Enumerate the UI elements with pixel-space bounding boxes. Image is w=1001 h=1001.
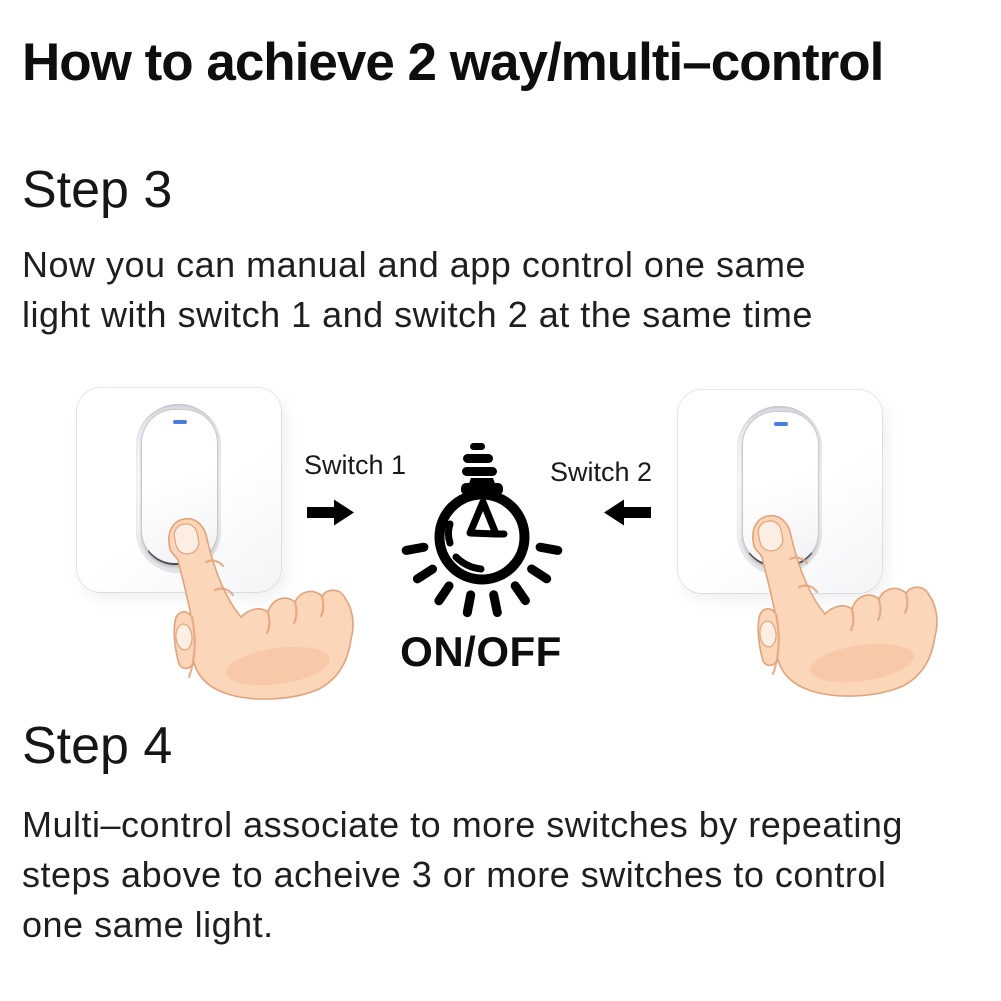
step4-paragraph: Multi–control associate to more switches… — [22, 800, 903, 950]
switch2-label: Switch 2 — [549, 457, 653, 487]
arrow-left-icon — [604, 499, 651, 526]
step3-heading: Step 3 — [22, 161, 173, 219]
switch-2-led-indicator — [773, 422, 788, 426]
step4-heading: Step 4 — [22, 717, 173, 775]
step3-line-2: light with switch 1 and switch 2 at the … — [22, 294, 813, 335]
step4-line-2: steps above to acheive 3 or more switche… — [22, 854, 887, 895]
step3-paragraph: Now you can manual and app control one s… — [22, 240, 813, 340]
bulb-globe — [434, 489, 530, 585]
pressing-hand-icon — [167, 517, 355, 701]
diagram-overlay — [167, 443, 939, 701]
step4-line-3: one same light. — [22, 904, 274, 945]
page-title: How to achieve 2 way/multi–control — [22, 33, 884, 92]
step4-line-1: Multi–control associate to more switches… — [22, 804, 903, 845]
switch1-label: Switch 1 — [303, 450, 407, 480]
onoff-label: ON/OFF — [400, 628, 562, 675]
light-bulb-icon — [401, 443, 563, 618]
pressing-hand-icon — [751, 514, 939, 698]
arrow-right-icon — [307, 499, 354, 526]
bulb-rays — [401, 542, 563, 618]
bulb-filament — [466, 498, 500, 538]
switch-1-led-indicator — [172, 420, 187, 424]
step3-line-1: Now you can manual and app control one s… — [22, 244, 806, 285]
